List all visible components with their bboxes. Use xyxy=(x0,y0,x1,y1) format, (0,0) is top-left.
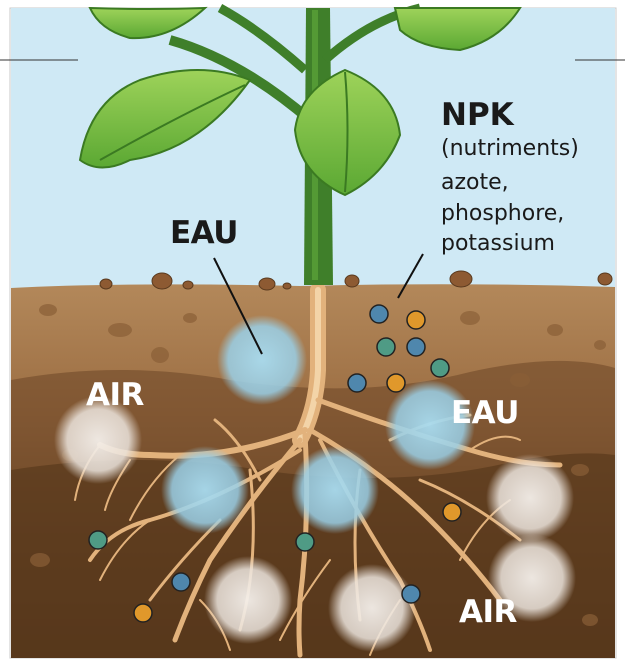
water-bubble xyxy=(291,446,379,534)
air-bubble xyxy=(486,454,574,542)
nutrient-dot-teal xyxy=(89,531,107,549)
nutrient-dot-blue xyxy=(172,573,190,591)
air-bubble xyxy=(204,556,292,644)
nutrient-dot-teal xyxy=(296,533,314,551)
npk-title: NPK xyxy=(441,100,514,131)
npk-potassium: potassium xyxy=(441,233,555,255)
nutrient-dot-blue xyxy=(407,338,425,356)
nutrient-dot-blue xyxy=(402,585,420,603)
nutrient-dot-orange xyxy=(443,503,461,521)
npk-nitrogen: azote, xyxy=(441,172,509,194)
nutrient-dot-orange xyxy=(387,374,405,392)
nutrient-dot-teal xyxy=(377,338,395,356)
water-bubble xyxy=(161,446,249,534)
water-label-right: EAU xyxy=(451,398,519,429)
nutrient-dot-blue xyxy=(370,305,388,323)
nutrient-dot-blue xyxy=(348,374,366,392)
npk-phosphorus: phosphore, xyxy=(441,203,564,225)
nutrient-dot-teal xyxy=(431,359,449,377)
npk-subtitle: (nutriments) xyxy=(441,138,579,160)
water-label-top: EAU xyxy=(170,218,238,249)
water-bubble xyxy=(217,315,307,405)
nutrient-dot-orange xyxy=(407,311,425,329)
nutrient-dot-orange xyxy=(134,604,152,622)
air-bubble xyxy=(328,564,416,652)
air-label-right: AIR xyxy=(459,597,517,628)
air-label-left: AIR xyxy=(86,380,144,411)
